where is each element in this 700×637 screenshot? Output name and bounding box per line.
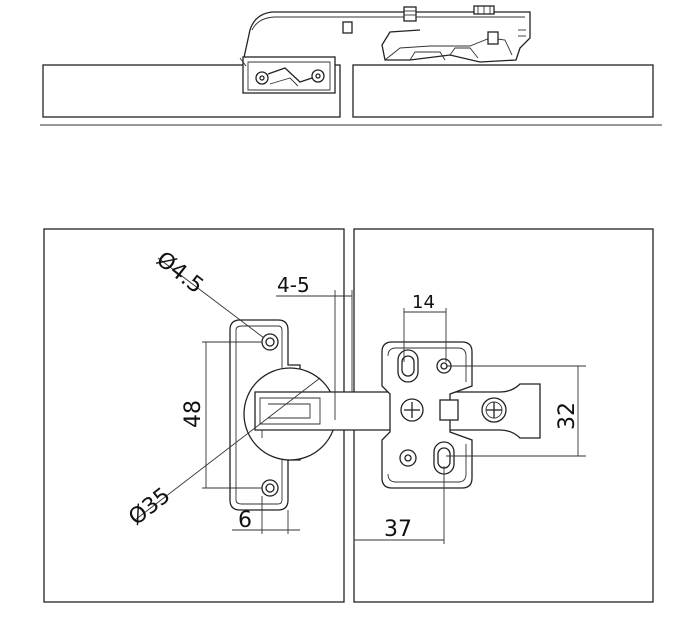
dim-cup-diameter: Ø35 xyxy=(124,483,175,531)
hinge-cup-plate xyxy=(229,319,301,511)
left-door-panel-side xyxy=(42,64,341,118)
screw-hole-bottom xyxy=(261,479,279,497)
dim-hole-spacing-vertical: 48 xyxy=(181,400,206,428)
dim-overlay: 4-5 xyxy=(277,273,310,297)
dim-hole-diameter: Ø4.5 xyxy=(151,247,208,299)
dim-mount-spacing-vertical: 32 xyxy=(555,402,580,430)
side-view xyxy=(40,5,662,126)
dim-edge-distance: 6 xyxy=(238,508,252,533)
top-view: Ø4.5 4-5 14 48 32 Ø35 6 37 xyxy=(43,228,654,603)
hinge-arm-side xyxy=(242,11,531,63)
dim-arm-length: 37 xyxy=(384,517,412,542)
dim-mount-spacing-horizontal: 14 xyxy=(412,292,435,313)
right-cabinet-panel-side xyxy=(352,64,654,118)
screw-hole-top xyxy=(261,333,279,351)
